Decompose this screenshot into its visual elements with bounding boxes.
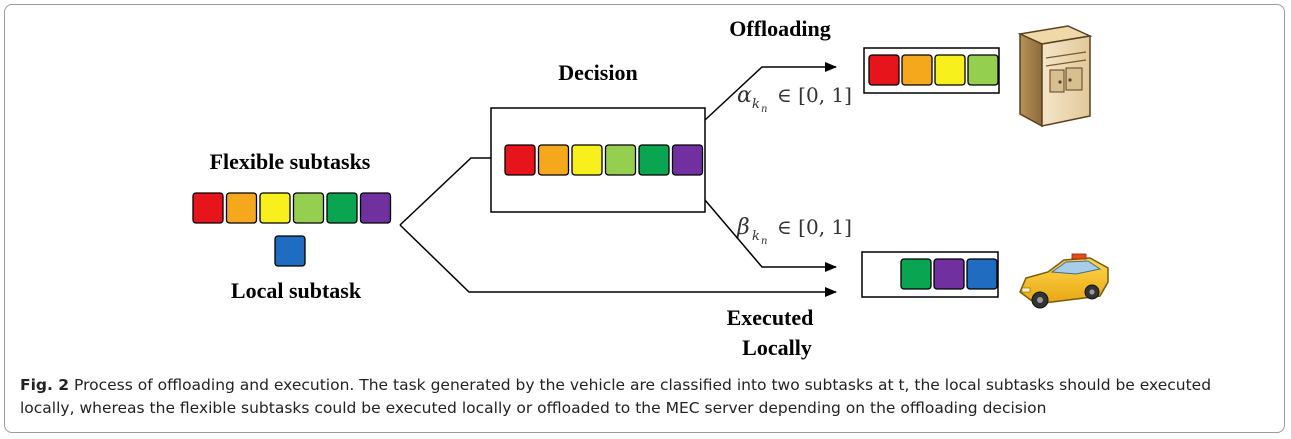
figure-caption: Fig. 2 Process of offloading and executi… [20, 374, 1270, 420]
alpha-range: ∈ [0, 1] [777, 83, 852, 107]
flexible-block-light_green [292, 192, 325, 224]
offloading-arrow [704, 62, 837, 121]
local-exec-block-green [900, 258, 932, 290]
local-decision-arrow [704, 199, 837, 272]
beta-range: ∈ [0, 1] [777, 215, 852, 239]
decision-label: Decision [558, 60, 637, 85]
offloaded-block-orange [901, 54, 933, 86]
to-decision-line [399, 157, 491, 226]
decision-block-yellow [571, 144, 603, 176]
alpha-symbol: α [737, 83, 752, 108]
decision-block-purple [671, 144, 704, 176]
decision-block-green [638, 144, 670, 176]
decision-block-orange [537, 144, 570, 176]
executed-locally-arrow [399, 224, 837, 297]
executed-label-line2: Locally [742, 335, 812, 360]
flexible-block-green [326, 192, 358, 224]
offloading-label: Offloading [729, 16, 830, 41]
offloading-box [863, 47, 1000, 94]
beta-subsubscript: n [761, 236, 767, 247]
offloaded-block-red [868, 54, 900, 86]
figure-label: Fig. 2 [20, 376, 70, 394]
alpha-formula: α k n ∈ [0, 1] [737, 83, 852, 115]
local-block-blue [274, 235, 306, 267]
alpha-subsubscript: n [761, 104, 767, 115]
decision-block-red [504, 144, 536, 176]
local-execution-blocks [900, 258, 998, 290]
flexible-block-orange [225, 192, 258, 224]
offloaded-block-light_green [967, 54, 999, 86]
taxi-car-icon [1019, 253, 1109, 309]
beta-symbol: β [736, 215, 750, 240]
local-subtask-label: Local subtask [231, 278, 362, 303]
mec-server-icon [1017, 25, 1093, 128]
caption-text: Process of offloading and execution. The… [20, 376, 1212, 417]
local-subtask-blocks [274, 235, 306, 267]
executed-label-line1: Executed [727, 305, 814, 330]
local-execution-box [861, 251, 999, 298]
flexible-block-yellow [259, 192, 291, 224]
flexible-block-purple [359, 192, 392, 224]
flexible-block-red [192, 192, 224, 224]
alpha-subscript: k [752, 97, 760, 112]
decision-block-light_green [604, 144, 637, 176]
decision-blocks [504, 144, 704, 176]
local-exec-block-purple [933, 258, 965, 290]
offloaded-block-yellow [934, 54, 966, 86]
beta-subscript: k [752, 229, 760, 244]
decision-box [490, 107, 706, 213]
process-diagram: Flexible subtasks Local subtask Decision… [192, 16, 1109, 360]
flexible-subtasks-label: Flexible subtasks [210, 149, 371, 174]
local-exec-block-blue [966, 258, 998, 290]
offloaded-blocks [868, 54, 999, 86]
flexible-subtask-blocks [192, 192, 392, 224]
beta-formula: β k n ∈ [0, 1] [736, 215, 852, 247]
